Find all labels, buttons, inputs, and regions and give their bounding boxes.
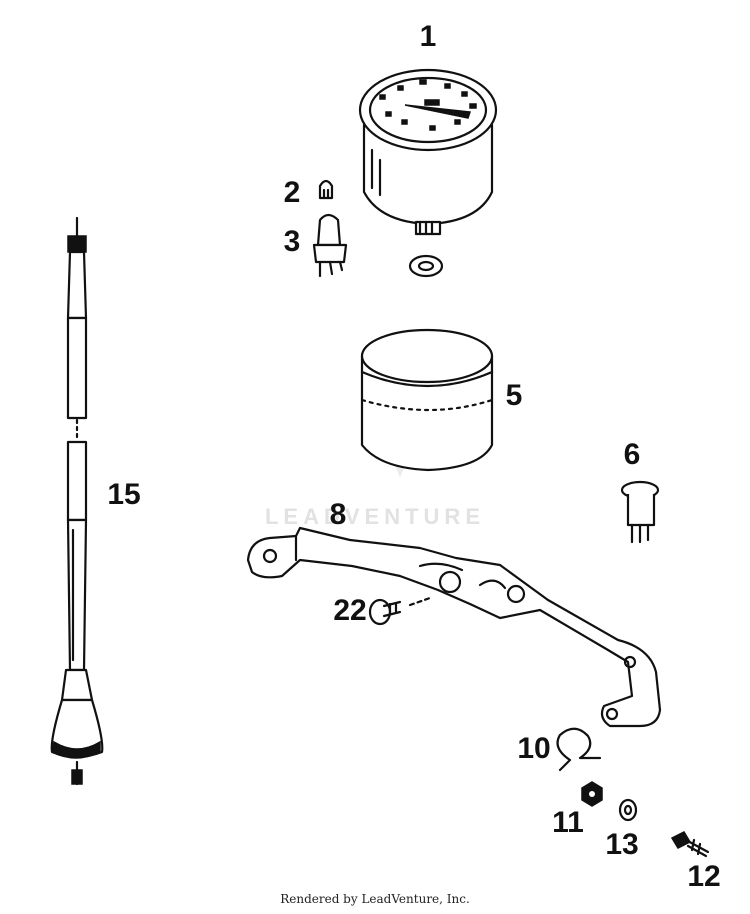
part-8-bracket[interactable]	[246, 526, 662, 728]
callout-2: 2	[284, 176, 301, 209]
callout-8: 8	[330, 498, 347, 531]
callout-22: 22	[333, 594, 366, 627]
callout-1: 1	[420, 20, 437, 53]
callout-12: 12	[687, 860, 720, 893]
callout-6: 6	[624, 438, 641, 471]
part-5-cup[interactable]	[360, 328, 494, 472]
part-13-washer[interactable]	[618, 798, 638, 822]
footer-credit: Rendered by LeadVenture, Inc.	[280, 892, 470, 906]
part-10-clip[interactable]	[556, 727, 602, 772]
callout-10: 10	[517, 732, 550, 765]
part-1-speedometer[interactable]	[358, 68, 498, 278]
part-3-bulb-socket[interactable]	[312, 213, 348, 278]
part-11-nut[interactable]	[581, 781, 603, 807]
part-22-screw[interactable]	[368, 598, 402, 626]
callout-5: 5	[506, 379, 523, 412]
part-15-speedometer-cable[interactable]	[50, 216, 104, 786]
callout-11: 11	[552, 806, 584, 839]
part-6-indicator-lamp[interactable]	[620, 480, 660, 544]
callout-13: 13	[605, 828, 638, 861]
callout-15: 15	[107, 478, 140, 511]
part-12-bolt[interactable]	[670, 831, 710, 858]
callout-3: 3	[284, 225, 301, 258]
watermark-text: LEADVENTURE	[265, 504, 485, 529]
part-2-bulb[interactable]	[318, 179, 334, 200]
callouts: 1 2 3 5 6 8 15 22 10 11 13 12	[107, 20, 720, 893]
